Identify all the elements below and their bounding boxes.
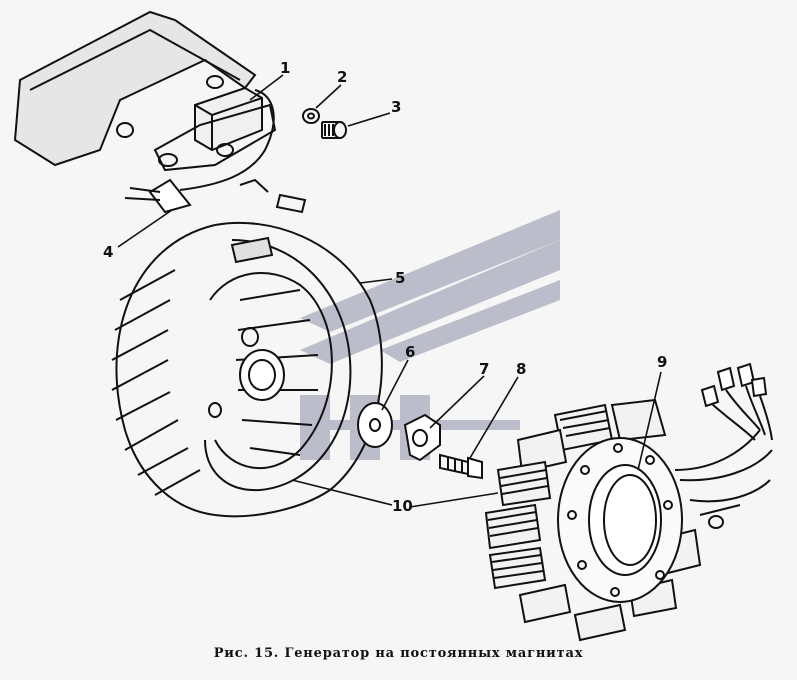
- leader-1: [249, 74, 284, 101]
- leader-7: [429, 375, 485, 429]
- leader-2: [315, 84, 342, 109]
- figure-caption: Рис. 15. Генератор на постоянных магнита…: [213, 646, 584, 661]
- leader-4: [117, 209, 173, 248]
- callout-4: 4: [103, 243, 114, 261]
- loose-pin: [275, 193, 307, 214]
- part-9-stator: [484, 362, 773, 642]
- callout-7: 7: [479, 360, 490, 378]
- leader-5: [359, 278, 393, 284]
- callout-9: 9: [657, 353, 668, 371]
- callout-1: 1: [280, 59, 291, 77]
- part-6-washer: [357, 402, 393, 448]
- callout-5: 5: [395, 269, 406, 287]
- callout-6: 6: [405, 343, 416, 361]
- part-3-screw: [321, 121, 347, 139]
- mounting-bracket: [13, 10, 257, 167]
- callout-2: 2: [337, 68, 348, 86]
- leader-lines: [117, 74, 662, 508]
- leader-6: [381, 359, 409, 411]
- leader-8: [469, 376, 519, 459]
- part-8-bolt: [439, 453, 483, 480]
- part-5-rotor: [111, 221, 383, 518]
- leader-3: [347, 112, 391, 127]
- callout-10: 10: [392, 497, 413, 515]
- callout-8: 8: [516, 360, 527, 378]
- leader-10: [291, 479, 499, 508]
- leader-9: [637, 371, 662, 471]
- callout-3: 3: [391, 98, 402, 116]
- part-1-sensor: [124, 86, 277, 214]
- part-2-washer: [302, 108, 320, 124]
- part-7-tab-washer: [403, 413, 441, 462]
